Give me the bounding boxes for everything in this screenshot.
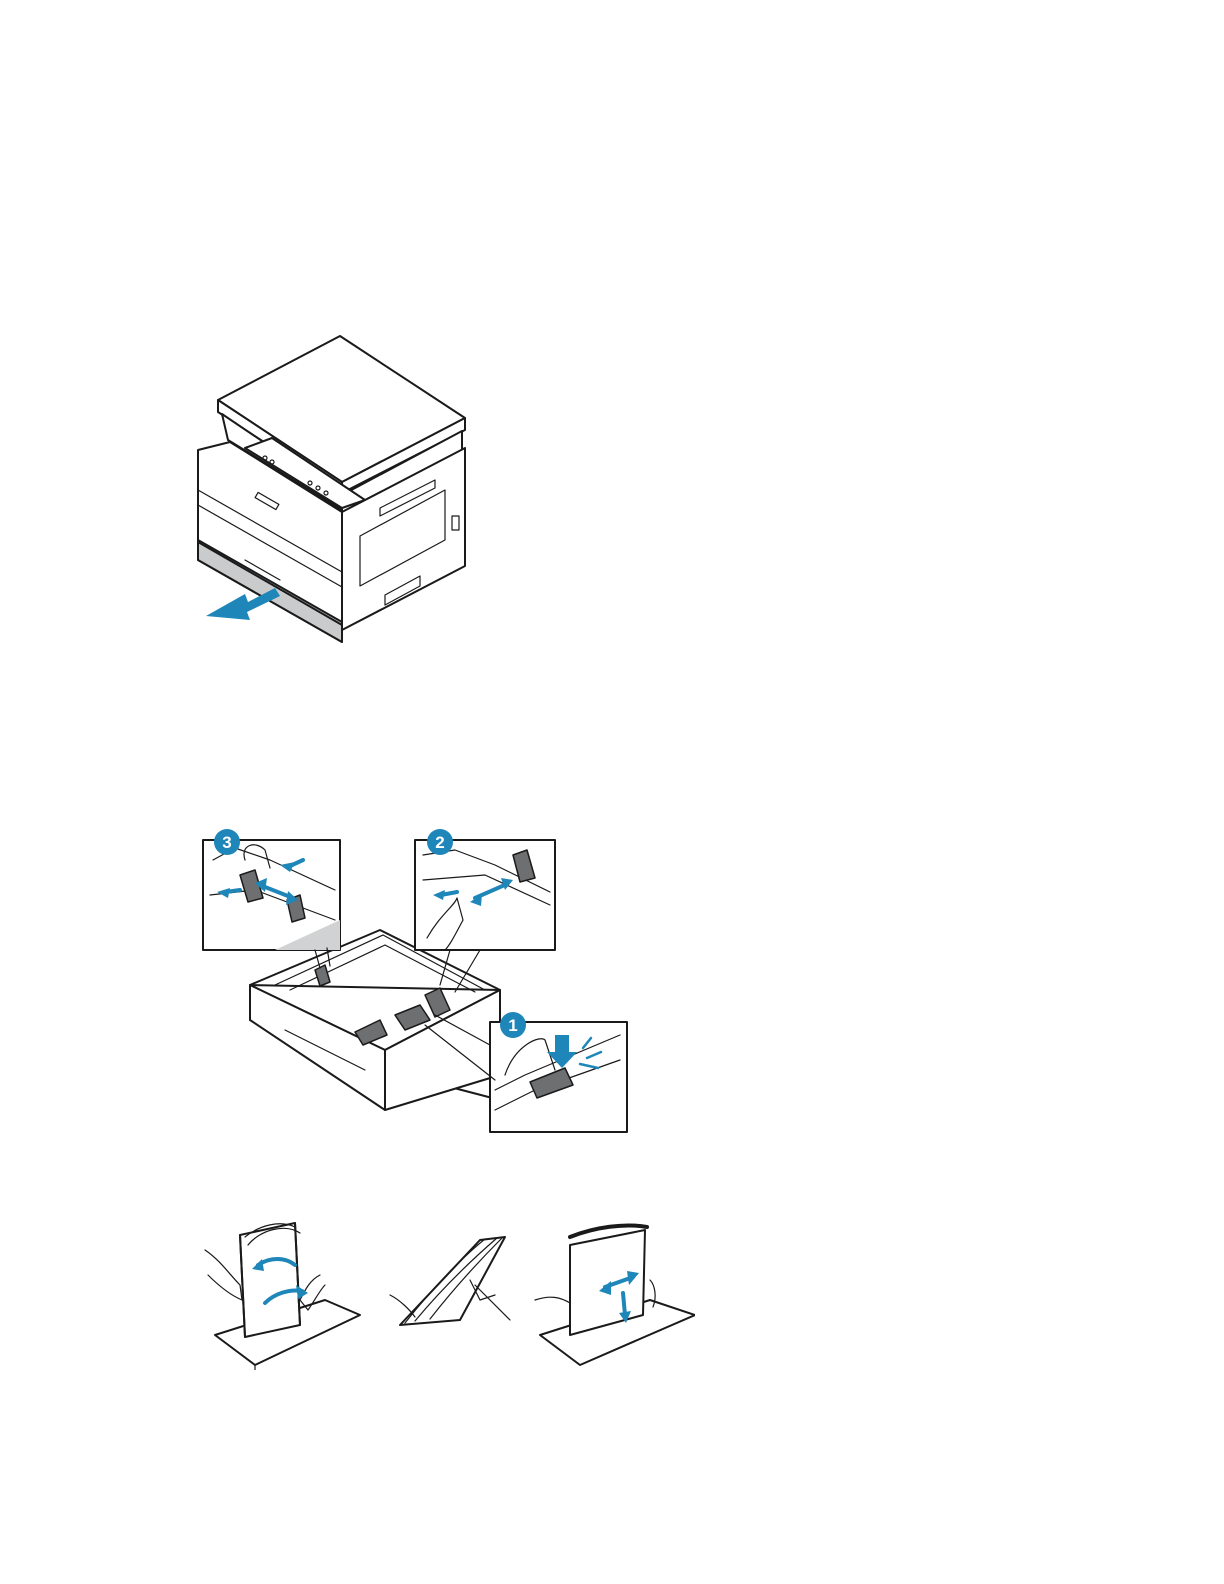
step-1-number: 1 — [508, 1016, 517, 1035]
straighten-paper-illustration — [525, 1215, 695, 1370]
tray-guides-illustration: 3 2 1 — [195, 820, 635, 1140]
step-3-number: 3 — [222, 833, 231, 852]
pull-out-arrow — [206, 588, 280, 620]
flex-paper-stack-illustration — [200, 1215, 365, 1370]
printer-tray-open-illustration — [190, 330, 480, 650]
step-2-number: 2 — [435, 833, 444, 852]
fan-paper-illustration — [385, 1225, 515, 1335]
